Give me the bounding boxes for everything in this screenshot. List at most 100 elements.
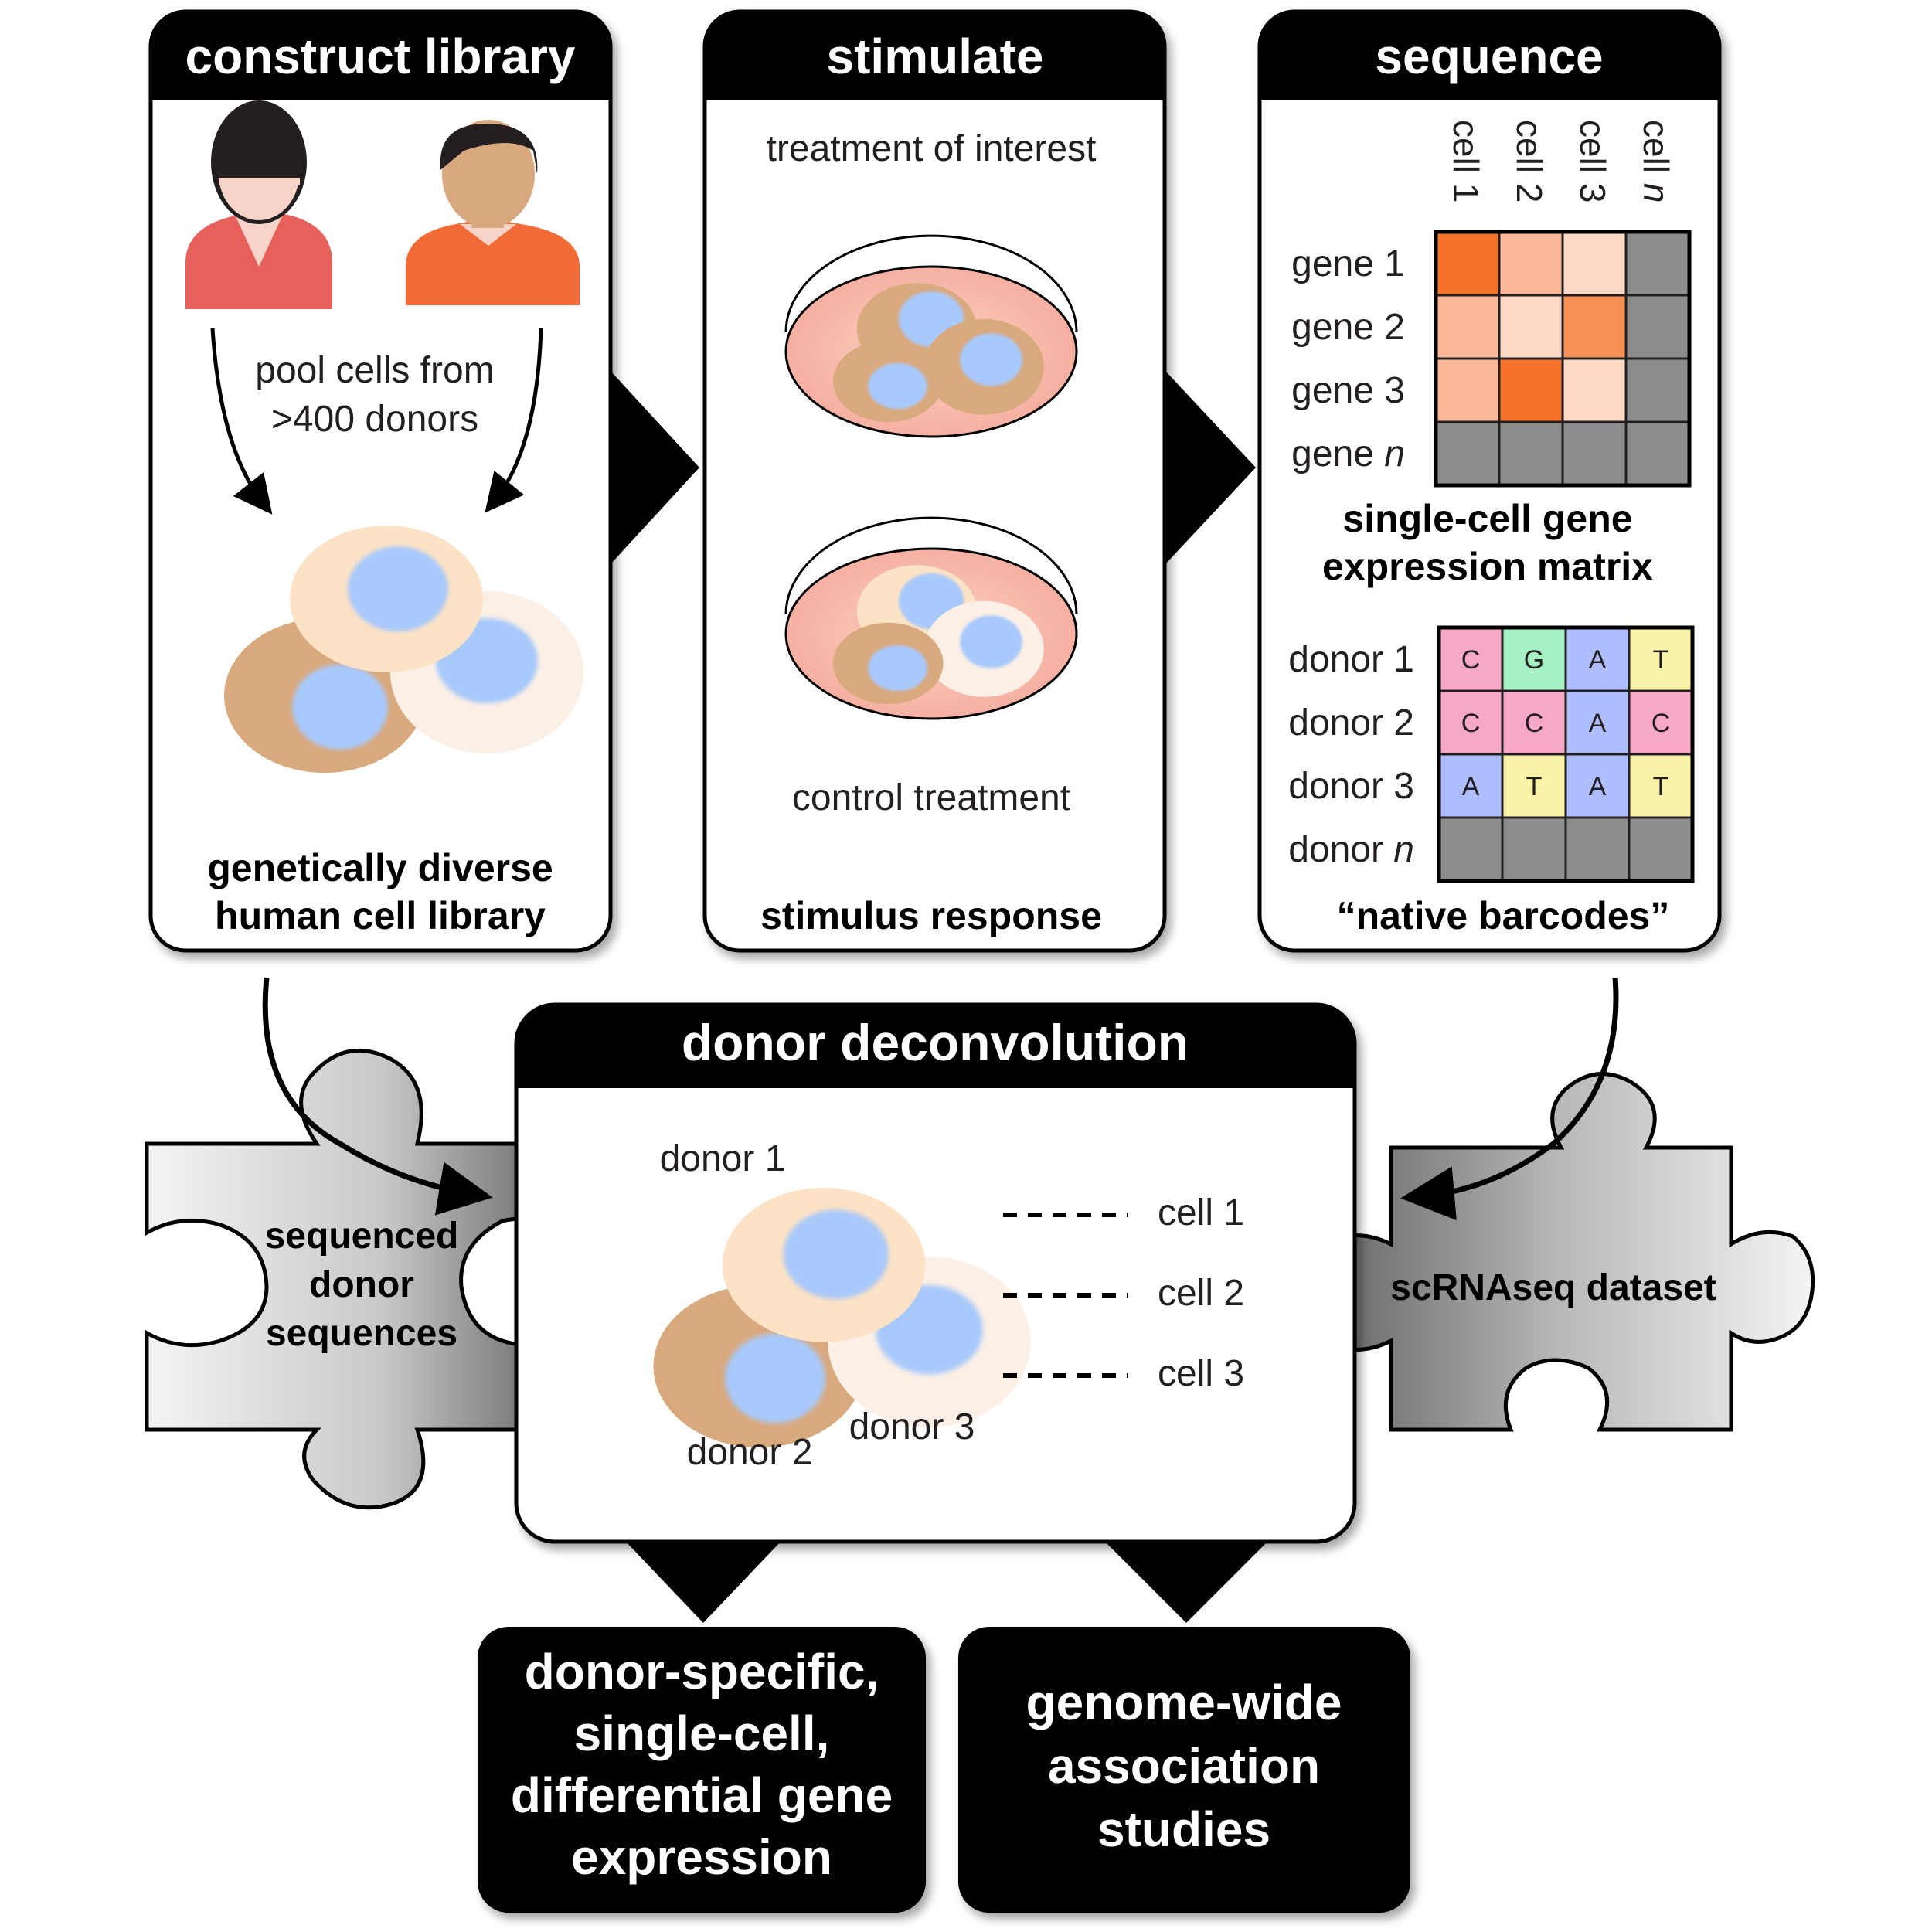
stimulate-header-bar (705, 12, 1165, 100)
puzzle-left-line2: donor (309, 1264, 414, 1305)
output-right-line2: association (1048, 1738, 1320, 1794)
gene-matrix-cell (1498, 230, 1564, 297)
barcode-cell (1437, 689, 1504, 756)
petri-dish-treatment (784, 234, 1078, 438)
pool-arrow-left (210, 328, 273, 515)
barcode-cell (1501, 626, 1567, 692)
cell-column-label: cell 3 (1573, 120, 1613, 202)
barcode-letter: T (1526, 772, 1543, 801)
construct-caption-line1: genetically diverse (207, 846, 553, 889)
cell-column-label: cell 2 (1509, 120, 1549, 202)
matrix-caption-line2: expression matrix (1322, 545, 1653, 588)
pool-arrow-right (485, 328, 543, 513)
sequence-title: sequence (1375, 29, 1603, 84)
barcode-caption: “native barcodes” (1337, 894, 1670, 937)
output-right-line1: genome-wide (1026, 1675, 1342, 1730)
output-box-gwas (958, 1627, 1410, 1913)
barcode-letter: C (1461, 645, 1481, 675)
control-treatment-label: control treatment (792, 777, 1070, 818)
puzzle-left-line1: sequenced (265, 1216, 459, 1257)
construct-caption-line2: human cell library (215, 894, 546, 937)
gene-matrix-cell (1434, 420, 1501, 487)
gene-matrix-cell (1498, 294, 1564, 360)
gene-matrix-cell (1434, 357, 1501, 423)
barcode-letter: T (1653, 645, 1669, 675)
barcode-cell (1564, 816, 1631, 883)
gene-matrix-cell (1498, 357, 1564, 423)
barcode-matrix-border (1437, 625, 1695, 883)
flow-arrow-1 (611, 371, 699, 564)
sequence-header-bar (1260, 12, 1719, 100)
gene-row-label: gene 3 (1291, 370, 1405, 411)
gene-matrix-cell (1434, 294, 1501, 360)
gene-matrix-cell (1561, 420, 1628, 487)
gene-row-label: gene n (1291, 434, 1405, 474)
gene-matrix-cell (1624, 357, 1691, 423)
barcode-letter: A (1589, 772, 1607, 801)
barcode-letter: T (1653, 772, 1669, 801)
gene-matrix-cell (1561, 294, 1628, 360)
arrow-library-to-sequences (262, 977, 493, 1216)
barcode-cell (1564, 689, 1631, 756)
barcode-cell (1628, 816, 1694, 883)
treatment-of-interest-label: treatment of interest (767, 128, 1097, 169)
barcode-letter: A (1589, 709, 1607, 738)
gene-matrix-cell (1624, 294, 1691, 360)
flow-arrow-left-output (626, 1542, 781, 1623)
donor-row-label: donor 1 (1288, 639, 1414, 680)
deconv-cell-2-label: cell 2 (1158, 1273, 1244, 1314)
gene-matrix-cell (1561, 230, 1628, 297)
donor-row-label: donor n (1288, 829, 1414, 870)
pool-cells-line1: pool cells from (255, 350, 494, 391)
petri-dish-control (784, 516, 1078, 720)
puzzle-left-line3: sequences (266, 1313, 457, 1354)
gene-expression-matrix (1434, 230, 1692, 488)
cell-column-label: cell 1 (1446, 120, 1486, 202)
output-box-differential-expression (478, 1627, 926, 1913)
pool-cells-line2: >400 donors (271, 399, 478, 440)
gene-matrix-cell (1434, 230, 1501, 297)
construct-title: construct library (185, 29, 575, 84)
arrow-sequence-to-dataset (1400, 977, 1619, 1221)
gene-matrix-cell (1624, 230, 1691, 297)
donor-row-labels: donor 1 donor 2 donor 3 donor n (1288, 639, 1414, 870)
output-left-line2: single-cell, (574, 1706, 830, 1761)
deconv-donor-3-label: donor 3 (849, 1406, 975, 1447)
puzzle-right-label: scRNAseq dataset (1390, 1267, 1716, 1308)
barcode-cell (1437, 816, 1504, 883)
puzzle-piece-right (1304, 1072, 1815, 1432)
output-left-line4: expression (571, 1829, 832, 1885)
matrix-caption-line1: single-cell gene (1342, 497, 1632, 540)
gene-matrix-cell (1498, 420, 1564, 487)
barcode-letter: A (1589, 645, 1607, 675)
barcode-letter: C (1525, 709, 1544, 738)
barcode-letter: G (1524, 645, 1544, 675)
output-right-line3: studies (1097, 1801, 1270, 1857)
stimulate-title: stimulate (827, 29, 1044, 84)
barcode-letter: A (1462, 772, 1480, 801)
gene-matrix-cell (1624, 420, 1691, 487)
deconvolution-header-bar (516, 1005, 1355, 1088)
deconv-donor-1-label: donor 1 (660, 1138, 786, 1179)
gene-row-labels: gene 1 gene 2 gene 3 gene n (1291, 243, 1405, 474)
barcode-letter: C (1651, 709, 1671, 738)
output-left-line1: donor-specific, (525, 1644, 879, 1699)
gene-matrix-border (1434, 230, 1692, 488)
barcode-cell (1501, 816, 1567, 883)
barcode-cell (1501, 753, 1567, 819)
flow-arrow-right-output (1105, 1542, 1267, 1623)
donor-row-label: donor 2 (1288, 702, 1414, 743)
woman-donor-icon (185, 100, 332, 309)
flow-arrow-2 (1165, 371, 1256, 564)
stimulate-caption: stimulus response (760, 894, 1102, 937)
gene-row-label: gene 2 (1291, 307, 1405, 348)
gene-row-label: gene 1 (1291, 243, 1405, 284)
deconvolution-title: donor deconvolution (682, 1014, 1189, 1071)
gene-matrix-cell (1561, 357, 1628, 423)
deconv-cell-3-label: cell 3 (1158, 1353, 1244, 1394)
donor-row-label: donor 3 (1288, 766, 1414, 807)
output-left-line3: differential gene (511, 1767, 893, 1823)
